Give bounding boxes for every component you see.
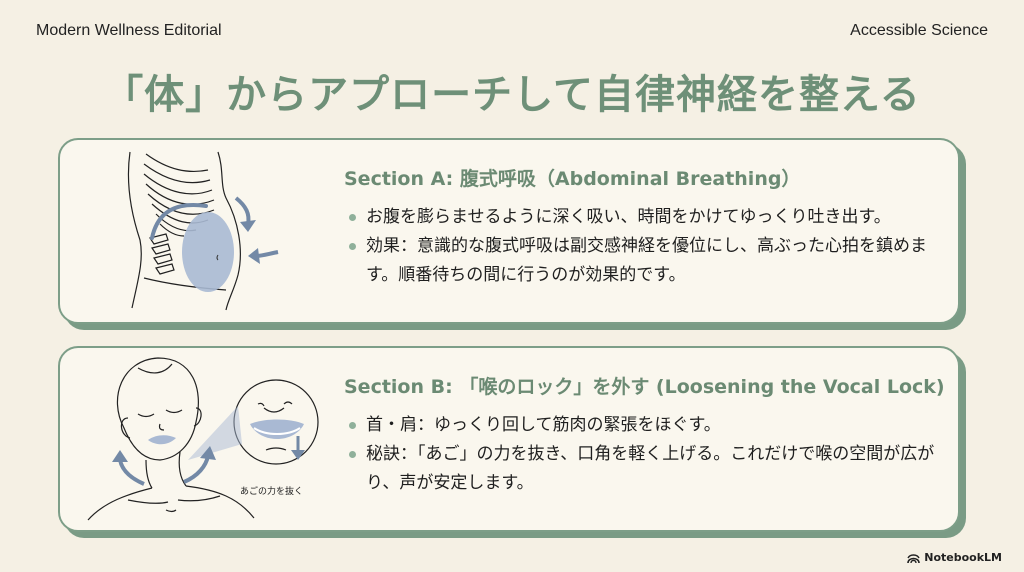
bullet-item: 秘訣：「あご」の力を抜き、口角を軽く上げる。これだけで喉の空間が広がり、声が安定… bbox=[344, 440, 938, 498]
face-neck-icon: あごの力を抜く bbox=[87, 357, 319, 521]
abdominal-breathing-illustration bbox=[68, 140, 338, 322]
torso-icon bbox=[127, 151, 279, 311]
category-label: Accessible Science bbox=[850, 22, 988, 39]
neck-relaxation-illustration: あごの力を抜く bbox=[68, 348, 338, 530]
section-b-title: Section B: 「喉のロック」を外す (Loosening the Voc… bbox=[344, 376, 945, 398]
notebooklm-brand: NotebookLM bbox=[907, 551, 1002, 564]
page-title: 「体」からアプローチして自律神経を整える bbox=[103, 72, 921, 118]
bullet-item: お腹を膨らませるように深く吸い、時間をかけてゆっくり吐き出す。 bbox=[344, 203, 938, 232]
section-a-bullets: お腹を膨らませるように深く吸い、時間をかけてゆっくり吐き出す。 効果：意識的な腹… bbox=[344, 203, 938, 290]
bullet-item: 効果：意識的な腹式呼吸は副交感神経を優位にし、高ぶった心拍を鎮めます。順番待ちの… bbox=[344, 232, 938, 290]
section-b-bullets: 首・肩：ゆっくり回して筋肉の緊張をほぐす。 秘訣：「あご」の力を抜き、口角を軽く… bbox=[344, 411, 938, 498]
brand-name: NotebookLM bbox=[924, 551, 1002, 564]
bullet-item: 首・肩：ゆっくり回して筋肉の緊張をほぐす。 bbox=[344, 411, 938, 440]
section-a-card: Section A: 腹式呼吸（Abdominal Breathing） お腹を… bbox=[58, 138, 960, 324]
section-b-card: あごの力を抜く Section B: 「喉のロック」を外す (Loosening… bbox=[58, 346, 960, 532]
notebooklm-logo-icon bbox=[907, 553, 921, 563]
illustration-caption: あごの力を抜く bbox=[240, 485, 303, 497]
section-a-title: Section A: 腹式呼吸（Abdominal Breathing） bbox=[344, 168, 801, 190]
publication-label: Modern Wellness Editorial bbox=[36, 22, 222, 39]
